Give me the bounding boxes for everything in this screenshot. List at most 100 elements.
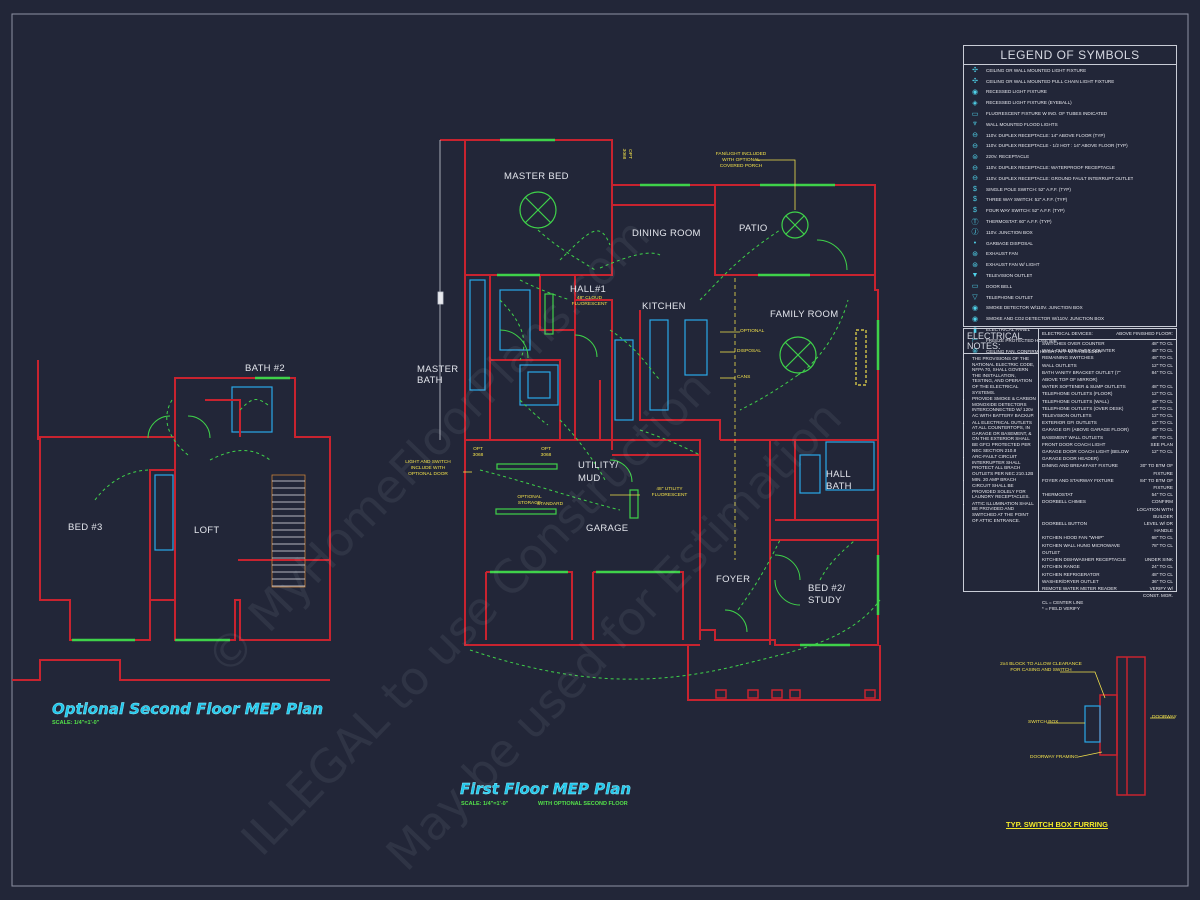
switch-detail-doorway: DOORWAY xyxy=(1152,715,1177,720)
device-height: 30" TO BTM OF FIXTURE xyxy=(1140,463,1173,476)
note-cloud-fluor-2: FLUORESCENT xyxy=(571,302,608,307)
legend-item: ✣CEILING OR WALL MOUNTED PULL CHAIN LIGH… xyxy=(964,76,1176,87)
second-floor-walls xyxy=(12,360,331,681)
room-garage: GARAGE xyxy=(586,523,629,534)
legend-item: ▼TELEVISION OUTLET xyxy=(964,270,1176,281)
device-row: GARAGE GFI (ABOVE GARAGE FLOOR)48" TO CL xyxy=(1039,426,1176,433)
room-master-bed: MASTER BED xyxy=(504,171,569,182)
room-hall-bath-1: HALL xyxy=(826,469,851,480)
room-master-bath-1: MASTER xyxy=(417,364,459,375)
room-utility-2: MUD xyxy=(578,473,601,484)
device-height: UNDER SINK xyxy=(1144,557,1173,563)
device-name: DOORBELL CHIMES xyxy=(1042,499,1086,505)
device-name: KITCHEN REFRIGERATOR xyxy=(1042,571,1100,577)
second-floor-doors xyxy=(147,415,211,439)
note-opt-c-2: 3068 xyxy=(621,148,626,160)
note-opt-c-1: OPT xyxy=(627,149,632,159)
switch-detail-switch-box: SWITCH BOX xyxy=(1028,720,1059,725)
note-cloud-fluor: 48" CLOUD FLUORESCENT xyxy=(562,296,617,308)
legend-item-label: 110V. DUPLEX RECEPTACLE: WATERPROOF RECE… xyxy=(986,165,1115,171)
device-name: WALL OUTLETS xyxy=(1042,362,1077,368)
device-height: 84" TO BTM OF FIXTURE xyxy=(1140,477,1173,491)
note-opt-3068-a: OPT 3068 xyxy=(470,447,486,459)
legend-item: ▭DOOR BELL xyxy=(964,281,1176,292)
device-name: KITCHEN HOOD FAN "WHIP" xyxy=(1042,535,1104,541)
device-name: FRONT DOOR COACH LIGHT xyxy=(1042,441,1106,447)
device-height: VERIFY W/ CONST. MGR. xyxy=(1142,585,1173,599)
device-name: KITCHEN WALL HUNG MICROWAVE OUTLET xyxy=(1042,542,1121,555)
legend-symbol-icon: ⊢ xyxy=(971,337,979,345)
device-height: 48" TO CL xyxy=(1151,355,1173,361)
room-bath2: BATH #2 xyxy=(245,363,285,374)
legend-symbol-icon: ⊖ xyxy=(972,132,978,140)
legend-item: Ⓙ 110V. JUNCTION BOX xyxy=(964,227,1176,238)
device-name: DINING AND BREAKFAST FIXTURE xyxy=(1042,463,1118,469)
device-name: SWITCHES OVER COUNTER xyxy=(1042,341,1105,346)
note-standard: STANDARD xyxy=(537,502,564,507)
legend-item-label: FREEZE PROTECTED HOSE BIB xyxy=(986,337,1057,343)
device-row: TELEVISION OUTLETS 12" TO CL xyxy=(1039,412,1176,419)
device-height: 12" TO CL xyxy=(1151,413,1173,419)
dimension-line xyxy=(437,140,444,440)
legend-item: •GARBAGE DISPOSAL xyxy=(964,238,1176,249)
legend-item-label: DOOR BELL xyxy=(986,283,1013,289)
legend-item: ⊖110V. DUPLEX RECEPTACLE: WATERPROOF REC… xyxy=(964,162,1176,173)
legend-symbol-icon: ◉ xyxy=(971,88,979,96)
device-height: 12" TO CL xyxy=(1151,362,1173,368)
legend-symbol-icon: ⊛ xyxy=(972,261,978,269)
legend-item-label: 110V. JUNCTION BOX xyxy=(986,229,1033,235)
note-utility-fluor-2: FLUORESCENT xyxy=(651,493,688,498)
device-row: TELEPHONE OUTLETS (OVER DESK) 42" TO CL xyxy=(1039,405,1176,412)
first-floor-scale: SCALE: 1/4"=1'-0" xyxy=(461,801,509,807)
device-row: WALL OUTLETS 12" TO CL xyxy=(1039,362,1176,369)
note-opt-3068-b: OPT 3068 xyxy=(538,447,554,459)
legend-symbol-icon: Ⓙ xyxy=(971,229,979,237)
legend-item: ◉SMOKE AND CO2 DETECTOR W/110V. JUNCTION… xyxy=(964,313,1176,324)
legend-item: $SINGLE POLE SWITCH: 52" A.F.F. (TYP) xyxy=(964,184,1176,195)
legend-symbol-icon: ▽ xyxy=(972,294,978,302)
legend-item: ▽TELEPHONE OUTLET xyxy=(964,292,1176,303)
switch-detail-leaders xyxy=(1047,671,1175,758)
device-height: 48" TO CL xyxy=(1151,434,1173,440)
note-fan-light: FAN/LIGHT INCLUDED WITH OPTIONAL COVERED… xyxy=(706,152,776,170)
devices-footer: CL = CENTER LINE * = FIELD VERIFY xyxy=(1042,600,1083,612)
legend-item-label: FLUORESCENT FIXTURE W INO. OF TUBES INDI… xyxy=(986,111,1108,117)
legend-symbol-icon: ▼ xyxy=(971,272,979,280)
electrical-notes-title: ELECTRICAL NOTES: xyxy=(964,329,1038,354)
legend-list: ✣CEILING OR WALL MOUNTED LIGHT FIXTURE✣C… xyxy=(964,65,1176,357)
legend-symbol-icon: ⊖ xyxy=(972,175,978,183)
device-name: TELEVISION OUTLETS xyxy=(1042,413,1092,419)
legend-item: ◈RECESSED LIGHT FIXTURE (EYEBALL) xyxy=(964,97,1176,108)
note-cans: CANS xyxy=(737,375,751,380)
legend-item: ⊗CEILING FAN, CONFIRM HEIGHT AFF WITH BU… xyxy=(964,346,1176,357)
legend-item-label: CEILING OR WALL MOUNTED PULL CHAIN LIGHT… xyxy=(986,78,1115,84)
switch-detail-framing xyxy=(1099,656,1146,796)
electrical-note-item: MIN. 20 AMP BRACH CIRCUIT SHALL BE PROVI… xyxy=(972,477,1036,499)
ceiling-fan-master xyxy=(519,191,557,229)
legend-symbol-icon: $ xyxy=(973,185,977,193)
legend-item: ⊖110V. DUPLEX RECEPTACLE: GROUND FAULT I… xyxy=(964,173,1176,184)
legend-item-label: SMOKE DETECTOR W/110V. JUNCTION BOX xyxy=(986,305,1083,311)
legend-item: ◉RECESSED LIGHT FIXTURE xyxy=(964,87,1176,98)
room-hall-bath-2: BATH xyxy=(826,481,852,492)
legend-of-symbols: LEGEND OF SYMBOLS ✣CEILING OR WALL MOUNT… xyxy=(963,45,1177,355)
device-name: TELEPHONE OUTLETS (OVER DESK) xyxy=(1042,405,1124,411)
room-loft: LOFT xyxy=(194,525,220,536)
legend-item-label: ELECTRICAL PANEL xyxy=(986,327,1031,333)
device-name: BASEMENT WALL OUTLETS xyxy=(1042,434,1104,440)
room-dining: DINING ROOM xyxy=(632,228,701,239)
device-height: 42" TO CL xyxy=(1151,405,1173,411)
room-kitchen: KITCHEN xyxy=(642,301,686,312)
device-height: 24" TO CL xyxy=(1151,564,1173,570)
electrical-notes-title-2: NOTES: xyxy=(967,341,1001,351)
legend-item-label: 110V. DUPLEX RECEPTACLE - 1/2 HOT : 14" … xyxy=(986,143,1128,149)
legend-symbol-icon: ▮ xyxy=(973,326,977,334)
device-height: 78" TO CL xyxy=(1151,542,1173,548)
legend-symbol-icon: ◉ xyxy=(971,315,979,323)
second-floor-circuits xyxy=(94,399,271,501)
device-name: TELEPHONE OUTLETS (FLOOR) xyxy=(1042,391,1113,397)
